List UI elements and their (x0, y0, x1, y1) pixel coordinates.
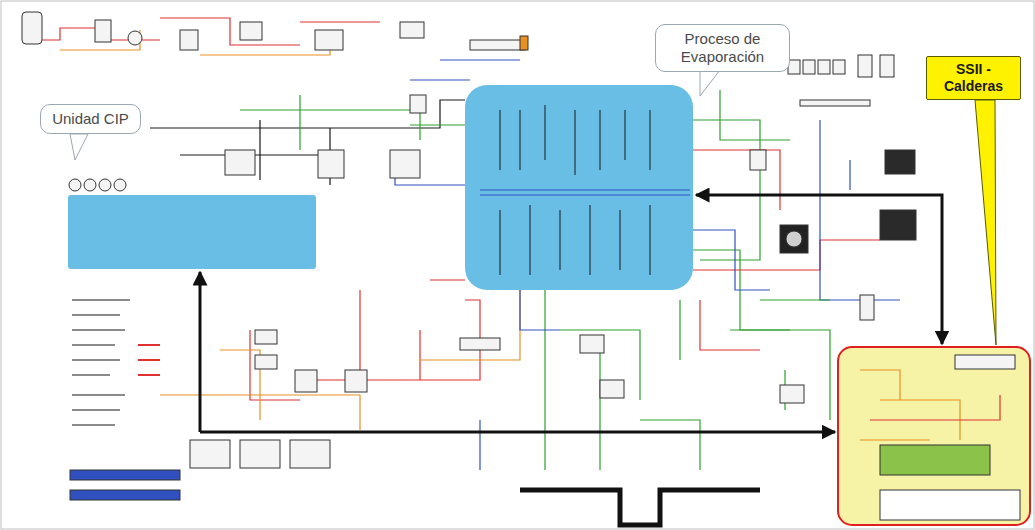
vessel-symbol (255, 355, 277, 369)
equipment (22, 12, 1020, 520)
conveyor-symbol (800, 100, 870, 106)
pipe-line (545, 290, 700, 470)
pump-symbol (114, 179, 126, 191)
tank-symbol (22, 12, 42, 44)
valve-symbol (520, 36, 528, 50)
tank-symbol (818, 60, 830, 74)
tank-symbol (95, 20, 111, 42)
callout-text: Proceso de Evaporación (666, 30, 779, 66)
tank-symbol (400, 22, 424, 38)
callout-bubble: Proceso de Evaporación (655, 24, 790, 72)
truck-symbol (70, 470, 180, 480)
tank-symbol (580, 335, 604, 353)
evaporator-columns (480, 105, 690, 275)
flow-arrow (696, 195, 942, 344)
tank-symbol (390, 150, 420, 178)
truck-symbol (70, 490, 180, 500)
vessel-symbol (345, 370, 367, 392)
exchanger-symbol (460, 338, 500, 350)
callout-text: Unidad CIP (51, 110, 130, 128)
title-block (880, 490, 1020, 520)
vessel-symbol (315, 30, 343, 50)
tank-symbol (225, 150, 255, 175)
vessel-symbol (295, 370, 317, 392)
pipe-line (693, 90, 790, 330)
tank-symbol (803, 60, 815, 74)
pipe-line (240, 95, 465, 150)
tank-symbol (880, 55, 894, 77)
tank-symbol (410, 95, 426, 113)
callout-tail (70, 134, 88, 160)
tank-symbol (318, 150, 344, 178)
pump-symbol (99, 179, 111, 191)
vessel-symbol (240, 22, 262, 40)
tank-symbol (780, 385, 804, 403)
pipe-line (730, 300, 830, 420)
tank-symbol (858, 55, 872, 77)
boiler-symbol (880, 445, 990, 475)
callout-bubble: Unidad CIP (40, 104, 141, 134)
vessel-symbol (255, 330, 277, 344)
pipe-line (693, 150, 880, 350)
vessel-symbol (180, 30, 198, 50)
machine-symbol (786, 231, 802, 247)
machine-symbol (780, 225, 808, 253)
tank-symbol (860, 295, 874, 320)
flow-arrow (199, 272, 202, 432)
exchanger-symbol (470, 40, 525, 50)
highlight-callout: SSII - Calderas (926, 56, 1021, 100)
pipe-line (860, 370, 960, 440)
flow-arrow (200, 431, 835, 434)
process-lines (30, 18, 1000, 470)
callout-tail (700, 70, 720, 96)
pipe-line (160, 290, 520, 430)
pipe-line (693, 120, 900, 300)
floor-section (520, 490, 760, 525)
drum-symbol (955, 355, 1015, 369)
illegible-notes (72, 300, 160, 425)
pump-symbol (84, 179, 96, 191)
evaporation-region (465, 85, 693, 290)
machine-symbol (880, 210, 916, 240)
tank-symbol (750, 150, 766, 170)
pump-symbol (128, 31, 142, 45)
tank-symbol (290, 440, 330, 468)
callout-text: SSII - Calderas (935, 61, 1012, 95)
boiler-region (838, 347, 1030, 525)
tank-symbol (833, 60, 845, 74)
tank-symbol (240, 440, 280, 468)
blue-region (68, 195, 316, 269)
callout-tail (975, 100, 996, 345)
machine-symbol (885, 150, 915, 174)
pump-symbol (69, 179, 81, 191)
pipe-line (480, 290, 560, 470)
tank-symbol (190, 440, 230, 468)
pipe-line (250, 280, 480, 400)
tank-symbol (600, 380, 624, 398)
